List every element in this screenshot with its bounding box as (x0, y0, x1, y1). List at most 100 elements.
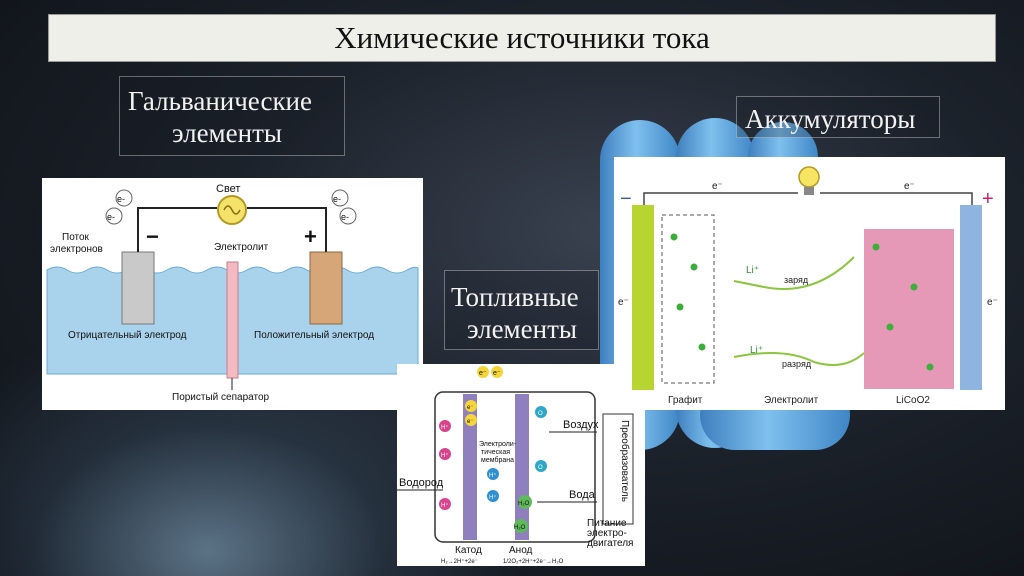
acc-electron-left: e⁻ (618, 297, 629, 308)
charge-arrow (733, 256, 855, 290)
proton-membrane-label-1: H⁺ (489, 472, 497, 479)
licoo2-lattice (864, 229, 954, 389)
external-wire-right (247, 207, 327, 252)
anode-label: Анод (509, 545, 533, 556)
fuel-cell-diagram: Преобразователь e⁻ e⁻ H⁺ H⁺ H⁺ e⁻ e⁻ H⁺ … (397, 364, 645, 566)
li-ion-licoo2-2 (910, 283, 918, 291)
slide-title-text: Химические источники тока (334, 20, 710, 55)
acc-electron-top-left: e⁻ (712, 181, 723, 192)
electron-label-3: e- (333, 194, 341, 204)
accumulator-diagram: − + e⁻ e⁻ e⁻ e⁻ Li⁺ Li⁺ заряд разряд Гра… (614, 157, 1005, 410)
fuel-cell-svg: Преобразователь e⁻ e⁻ H⁺ H⁺ H⁺ e⁻ e⁻ H⁺ … (397, 366, 634, 565)
electron-top-label-2: e⁻ (493, 370, 501, 377)
electron-cathode-2 (465, 414, 477, 426)
proton-membrane-1 (487, 468, 499, 480)
membrane-label-1: Электроли- (479, 441, 517, 448)
converter-label: Преобразователь (619, 420, 631, 502)
air-label: Воздух (563, 419, 599, 431)
electron-cathode-label-2: e⁻ (467, 419, 474, 425)
charge-label: заряд (784, 275, 809, 285)
electron-icon-1 (115, 189, 133, 207)
graphite-electrode (632, 205, 654, 390)
oxygen-label-1: O (538, 411, 543, 417)
acc-light-bulb-icon (798, 166, 820, 188)
electron-icon-4 (339, 207, 357, 225)
external-wire (137, 207, 217, 252)
licoo2-label: LiCoO2 (896, 395, 930, 406)
li-ion-label-charge: Li⁺ (746, 265, 759, 276)
electron-top-2 (491, 366, 503, 378)
galvanic-label-line1: Гальванические (128, 86, 312, 116)
proton-membrane-label-2: H⁺ (489, 494, 497, 501)
fuel-label-line2: элементы (467, 314, 578, 344)
galvanic-cell-diagram: Свет e- e- e- e- − + Поток электронов Эл… (42, 178, 423, 410)
positive-electrode-label: Положительный электрод (254, 330, 374, 341)
power-label-1: Питание (587, 518, 627, 529)
electron-label-1: e- (117, 194, 125, 204)
electron-label-4: e- (341, 212, 349, 222)
li-ion-graphite-1 (670, 233, 678, 241)
water-molecule-2 (514, 519, 528, 533)
converter-box (602, 413, 634, 525)
acc-electron-top-right: e⁻ (904, 181, 915, 192)
li-ion-licoo2-3 (886, 323, 894, 331)
membrane-label-2: тическая (481, 449, 510, 456)
cathode-equation: H₂→2H⁺+2e⁻ (441, 558, 478, 565)
oxygen-atom-1 (535, 406, 547, 418)
electron-icon-2 (105, 207, 123, 225)
galvanic-cell-svg: Свет e- e- e- e- − + Поток электронов Эл… (46, 183, 419, 403)
acc-minus-sign: − (620, 188, 632, 210)
oxygen-label-2: O (538, 465, 543, 471)
cathode-label: Катод (455, 545, 482, 556)
acc-wire-right (820, 192, 973, 205)
minus-sign: − (146, 224, 159, 249)
electron-flow-label-2: электронов (50, 244, 103, 255)
proton-membrane-2 (487, 490, 499, 502)
light-label: Свет (216, 183, 240, 195)
electron-label-2: e- (107, 212, 115, 222)
hydrogen-ion-label-1: H⁺ (441, 424, 449, 431)
water-molecule-label-2: H₂O (514, 525, 526, 531)
hydrogen-ion-1 (439, 420, 451, 432)
graphite-label: Графит (668, 394, 703, 406)
hydrogen-ion-label-2: H⁺ (441, 452, 449, 459)
plus-sign: + (304, 224, 317, 249)
electron-cathode-label-1: e⁻ (467, 405, 474, 411)
accumulator-svg: − + e⁻ e⁻ e⁻ e⁻ Li⁺ Li⁺ заряд разряд Гра… (618, 166, 998, 406)
cathode-plate (463, 394, 477, 540)
bulb-filament (223, 205, 241, 215)
li-ion-graphite-2 (690, 263, 698, 271)
porous-separator (226, 261, 239, 379)
li-ion-licoo2-4 (926, 363, 934, 371)
power-label-3: двигателя (587, 538, 633, 549)
slide-title: Химические источники тока (48, 14, 996, 62)
membrane-label-3: мембрана (481, 456, 514, 464)
power-label-2: электро- (587, 528, 627, 539)
accumulators-label-text: Аккумуляторы (745, 104, 916, 134)
discharge-label: разряд (782, 359, 812, 369)
negative-electrode-label: Отрицательный электрод (68, 330, 187, 341)
anode-plate (515, 394, 529, 540)
electron-top-1 (477, 366, 489, 378)
hydrogen-ion-label-3: H⁺ (441, 502, 449, 509)
electron-cathode-1 (465, 400, 477, 412)
hydrogen-label: Водород (399, 477, 444, 489)
oxygen-atom-2 (535, 460, 547, 472)
discharge-arrow (733, 352, 865, 366)
li-ion-graphite-3 (676, 303, 684, 311)
fuel-label-line1: Топливные (451, 282, 579, 312)
fuel-label: Топливные элементы (444, 270, 599, 350)
anode-equation: 1/2O₂+2H⁺+2e⁻→H₂O (503, 558, 564, 565)
li-ion-label-discharge: Li⁺ (750, 345, 763, 356)
water-molecule-label-1: H₂O (518, 501, 530, 507)
hydrogen-ion-2 (439, 448, 451, 460)
fuel-cell-housing (434, 391, 596, 543)
graphite-layers (661, 214, 715, 384)
galvanic-label: Гальванические элементы (119, 76, 345, 156)
electrolyte-label: Электролит (214, 242, 269, 253)
water-label: Вода (569, 489, 596, 501)
electron-top-label-1: e⁻ (479, 370, 487, 377)
li-ion-licoo2-1 (872, 243, 880, 251)
hydrogen-ion-3 (439, 498, 451, 510)
accumulators-label: Аккумуляторы (736, 96, 940, 138)
